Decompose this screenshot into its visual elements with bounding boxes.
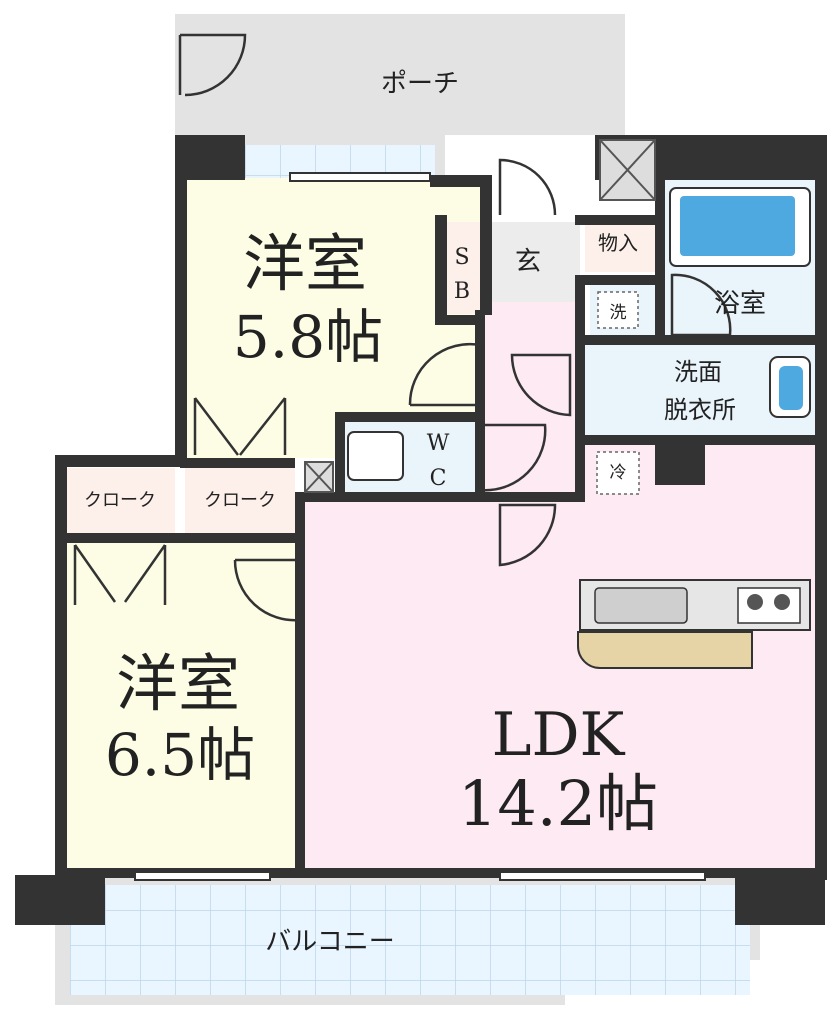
wc-bottom: C [430, 466, 447, 491]
cloak-2-label: クローク [204, 490, 276, 511]
sb-floor [445, 222, 480, 314]
bath-label: 浴室 [714, 289, 766, 319]
window-room2 [134, 871, 271, 881]
window-room1 [289, 172, 431, 182]
porch-area [175, 14, 625, 175]
storage-floor [585, 222, 655, 272]
entrance-label: 玄 [515, 247, 541, 277]
washer-box [597, 291, 639, 329]
room2-size: 6.5帖 [105, 721, 255, 789]
stove [737, 587, 801, 624]
entrance-floor [480, 222, 580, 302]
ldk-size: 14.2帖 [458, 767, 658, 840]
balcony-label: バルコニー [265, 927, 394, 957]
counter-bar [577, 631, 753, 669]
balcony-tiles [70, 885, 750, 995]
sb-bottom: B [454, 279, 470, 304]
porch-label: ポーチ [381, 69, 459, 99]
cloak-2-floor [185, 468, 295, 533]
room1-size: 5.8帖 [233, 303, 383, 371]
sink [594, 587, 688, 624]
western-room-2-floor [62, 535, 300, 875]
cloak-1-floor [65, 468, 175, 533]
toilet [347, 431, 404, 481]
hall-floor [480, 300, 580, 500]
room2-name: 洋室 [116, 647, 240, 720]
wc-top: W [427, 431, 450, 456]
fridge-box [596, 451, 640, 495]
western-room-1-floor [180, 178, 480, 458]
fridge-label: 冷 [610, 463, 627, 483]
cloak-1-label: クローク [84, 490, 156, 511]
sb-top: S [454, 245, 469, 270]
washroom-line2: 脱衣所 [664, 396, 736, 424]
washer-label: 洗 [610, 303, 627, 323]
storage-label: 物入 [598, 231, 638, 255]
room1-name: 洋室 [243, 227, 367, 300]
ldk-name: LDK [492, 700, 626, 770]
washroom-line1: 洗面 [674, 358, 722, 386]
window-ldk [499, 871, 706, 881]
doors [73, 33, 732, 622]
